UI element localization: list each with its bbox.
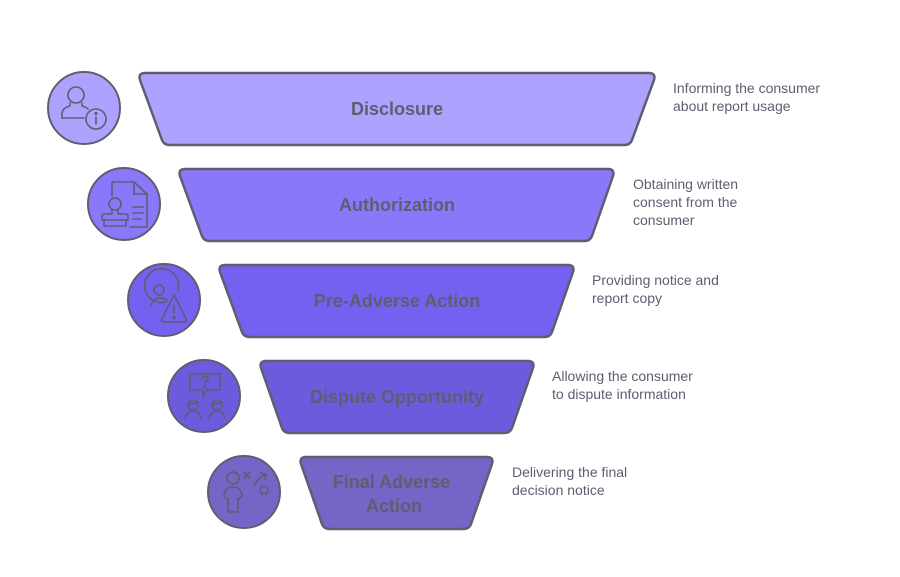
stage-trapezoid <box>259 359 535 435</box>
stage-description: Obtaining written consent from the consu… <box>633 176 739 228</box>
stage-document-icon <box>101 181 148 228</box>
stage-description: Delivering the final decision notice <box>512 464 628 498</box>
people-question-icon <box>184 373 226 419</box>
stage-label: Disclosure <box>351 99 443 119</box>
stage-icon-circle <box>87 167 161 241</box>
stage-trapezoid <box>299 455 494 531</box>
stage-label: Dispute Opportunity <box>310 387 484 407</box>
stage-description: Providing notice and report copy <box>592 272 719 306</box>
stage-icon-circle <box>207 455 281 529</box>
stage-icon-circle <box>127 263 201 337</box>
stage-label: Pre-Adverse Action <box>314 291 480 311</box>
stage-icon-circle <box>47 71 121 145</box>
stage-label: Final Adverse Action <box>333 472 455 516</box>
stage-label-line: Action <box>366 496 422 516</box>
user-warning-icon <box>143 267 188 323</box>
stage-label: Authorization <box>339 195 455 215</box>
stage-pre-adverse-action: Pre-Adverse Action <box>127 263 575 339</box>
stage-description: Allowing the consumer to dispute informa… <box>552 368 693 402</box>
stage-description: Informing the consumer about report usag… <box>673 80 821 114</box>
user-info-icon <box>61 86 107 130</box>
stage-dispute-opportunity: Dispute Opportunity <box>167 359 535 435</box>
user-strategy-icon <box>223 471 269 513</box>
stage-disclosure: Disclosure <box>47 71 656 147</box>
stage-authorization: Authorization <box>87 167 615 243</box>
stage-label-line: Final Adverse <box>333 472 450 492</box>
stage-trapezoid <box>218 263 575 339</box>
stage-trapezoid <box>138 71 656 147</box>
stage-trapezoid <box>178 167 615 243</box>
stage-final-adverse-action: Final Adverse Action <box>207 455 494 531</box>
